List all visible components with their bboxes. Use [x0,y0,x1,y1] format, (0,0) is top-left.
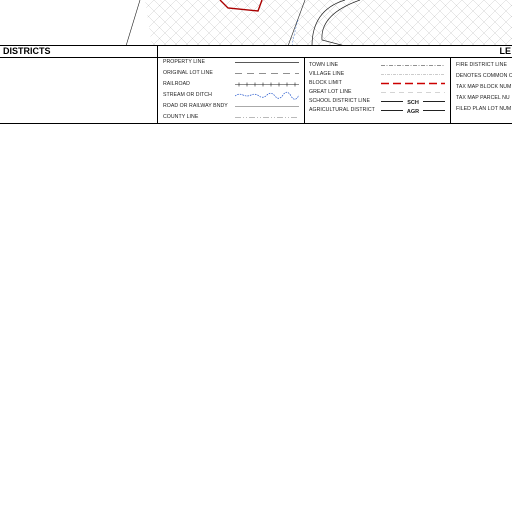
map-road-curve-inner [321,0,361,46]
map-road-curve-outer [311,0,346,46]
legend-item: TAX MAP PARCEL NU [456,94,512,103]
legend-header: DISTRICTS LE [0,46,512,58]
legend-item: GREAT LOT LINE [309,88,447,97]
great-lot-line-symbol [381,92,445,93]
legend-label: COUNTY LINE [163,114,199,120]
legend-item: ORIGINAL LOT LINE [163,69,301,78]
road-bndy-symbol [235,106,299,107]
legend-label: GREAT LOT LINE [309,89,352,95]
legend-label: TAX MAP BLOCK NUM [456,84,512,90]
legend-item: DENOTES COMMON O [456,72,512,81]
legend-item: AGRICULTURAL DISTRICT AGR [309,106,447,115]
legend-label: ROAD OR RAILWAY BNDY [163,103,228,109]
column-divider [304,58,305,124]
property-line-symbol [235,62,299,63]
legend-label: ORIGINAL LOT LINE [163,70,213,76]
map-legend: DISTRICTS LE PROPERTY LINE ORIGINAL LOT … [0,45,512,124]
agr-tag: AGR [407,109,419,115]
column-divider [450,58,451,124]
legend-heading-right: LE [499,46,511,56]
map-road-area-right [300,0,512,46]
legend-label: TOWN LINE [309,62,339,68]
legend-item: TOWN LINE [309,61,447,70]
stream-symbol [235,91,299,100]
legend-label: AGRICULTURAL DISTRICT [309,107,375,113]
agr-line-symbol: AGR [381,109,445,115]
legend-item: RAILROAD [163,80,301,89]
map-property-line-2 [287,0,306,46]
legend-item: BLOCK LIMIT [309,79,447,88]
legend-item: PROPERTY LINE [163,58,301,67]
village-line-symbol [381,74,445,75]
legend-item: SCHOOL DISTRICT LINE SCH [309,97,447,106]
legend-label: RAILROAD [163,81,190,87]
school-line-symbol: SCH [381,100,445,106]
legend-item: ROAD OR RAILWAY BNDY [163,102,301,111]
railroad-symbol [235,82,299,87]
legend-item: VILLAGE LINE [309,70,447,79]
districts-heading: DISTRICTS [3,46,51,56]
town-line-symbol [381,65,445,66]
legend-item: FIRE DISTRICT LINE [456,61,512,70]
legend-item: STREAM OR DITCH [163,91,301,100]
legend-label: VILLAGE LINE [309,71,345,77]
legend-label: PROPERTY LINE [163,59,205,65]
legend-label: BLOCK LIMIT [309,80,342,86]
legend-label: SCHOOL DISTRICT LINE [309,98,370,104]
block-limit-symbol [381,82,445,85]
legend-item: FILED PLAN LOT NUM [456,105,512,114]
legend-label: FILED PLAN LOT NUM [456,106,512,112]
county-line-symbol [235,117,299,118]
legend-label: FIRE DISTRICT LINE [456,62,507,68]
original-lot-line-symbol [235,73,299,74]
map-fragment [0,0,512,46]
legend-label: STREAM OR DITCH [163,92,212,98]
column-divider [157,46,158,124]
map-road-area [0,0,152,46]
legend-item: TAX MAP BLOCK NUM [456,83,512,92]
map-parcel-line [219,0,263,12]
legend-item: COUNTY LINE [163,113,301,122]
map-property-line [125,0,141,46]
school-tag: SCH [407,100,419,106]
legend-label: DENOTES COMMON O [456,73,512,79]
legend-label: TAX MAP PARCEL NU [456,95,510,101]
